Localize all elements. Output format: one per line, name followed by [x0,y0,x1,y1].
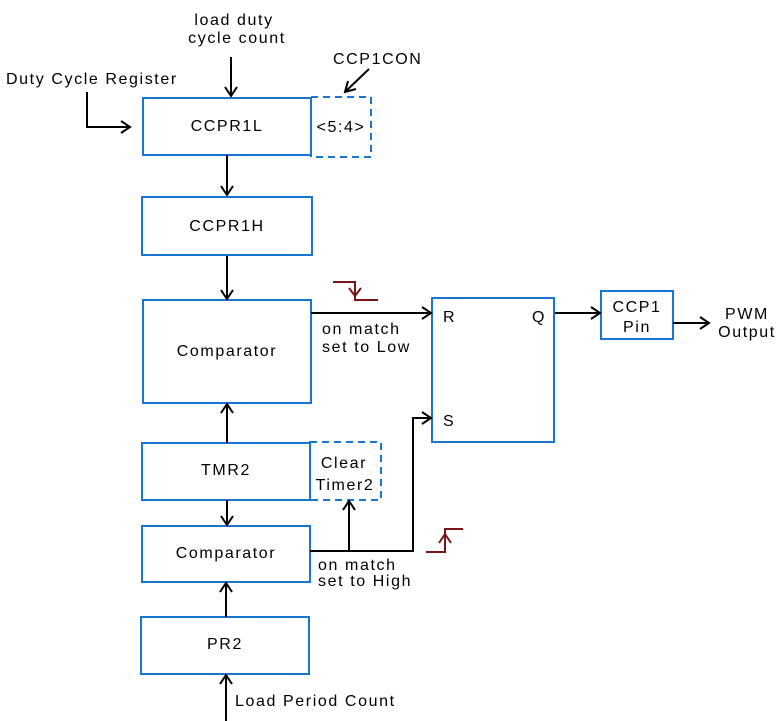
ccp1con-arrow [343,68,370,94]
tmr2-to-comparator-duty-arrow [220,402,234,443]
ccp1con-bits-label: <5:4> [317,119,366,136]
load-duty-label-line2: cycle count [188,30,286,47]
pwm-output-label-line1: PWM [725,306,769,323]
on-match-high-label-line2: set to High [318,573,412,590]
on-match-low-label-line2: set to Low [322,339,411,356]
ccp1-pin-to-pwm-arrow [673,316,711,330]
pr2-label: PR2 [207,636,243,653]
pr2-to-comparator-arrow [219,581,233,617]
flipflop-r-label: R [443,309,456,326]
ccpr1h-to-comparator-arrow [220,256,234,301]
ccpr1h-box [141,196,313,256]
clear-timer2-box [309,441,382,501]
on-match-high-label-line1: on match [318,557,397,574]
comparator-duty-box [142,299,312,404]
duty-cycle-register-label: Duty Cycle Register [6,71,178,88]
tmr2-label: TMR2 [201,462,251,479]
load-period-count-label: Load Period Count [235,693,396,710]
comparator-to-s-wire [310,411,433,552]
on-match-low-label-line1: on match [322,321,401,338]
tmr2-to-comparator-period-arrow [220,500,234,527]
load-duty-arrow [224,57,238,98]
rs-flipflop-box [431,297,555,443]
ccpr1l-to-ccpr1h-arrow [220,155,234,197]
comparator-period-box [141,525,311,583]
q-to-ccp1-pin-arrow [555,306,602,320]
falling-edge-icon [333,281,378,301]
duty-cycle-register-arrow [86,92,132,134]
ccpr1h-label: CCPR1H [189,218,264,235]
ccp1-pin-box [600,290,674,340]
flipflop-q-label: Q [532,309,546,326]
ccpr1l-box [142,97,312,156]
comparator-period-label: Comparator [176,545,276,562]
rising-edge-icon [426,528,463,553]
clear-timer2-label-line1: Clear [321,455,367,472]
ccp1-pin-label-line1: CCP1 [612,299,661,316]
clear-timer2-arrow [342,499,356,551]
flipflop-s-label: S [443,413,455,430]
pwm-output-label-line2: Output [718,324,776,341]
ccp1-pin-label-line2: Pin [623,319,651,336]
ccp1con-label: CCP1CON [333,51,422,68]
ccpr1l-label: CCPR1L [191,118,264,135]
comparator-to-r-arrow [311,306,433,320]
load-duty-label-line1: load duty [194,12,273,29]
load-period-arrow [219,673,233,721]
clear-timer2-label-line2: Timer2 [316,477,375,494]
comparator-duty-label: Comparator [177,343,277,360]
